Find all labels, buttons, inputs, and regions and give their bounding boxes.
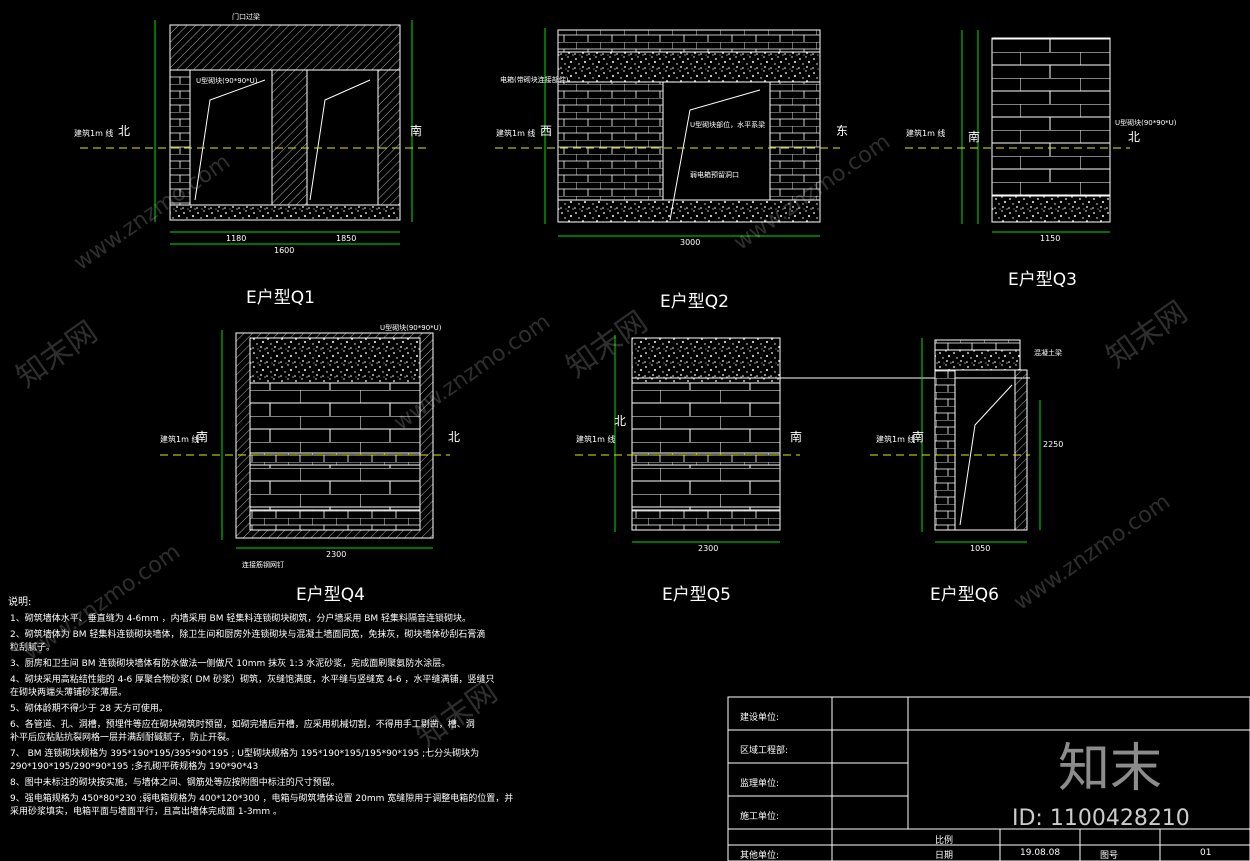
dim-q3-total: 1150 [1040, 234, 1061, 243]
dim-q4-total: 2300 [326, 550, 347, 559]
tb-date-label: 日期 [935, 851, 954, 861]
annotation-ceramic: 混凝土梁 [1034, 349, 1062, 357]
annotation-ublock-q1: U型砌块(90*90*U) [196, 77, 258, 85]
note-line: 5、砌体龄期不得少于 28 天方可使用。 [10, 704, 168, 714]
brand-logo: 知末 [1058, 739, 1163, 799]
level-label-q6: 建筑1m 线 [876, 435, 916, 444]
dim-q5-total: 2300 [698, 544, 719, 553]
elevation-q3 [905, 30, 1130, 233]
note-line: 6、各管道、孔、洞槽，预埋件等应在砌块砌筑时预留，如砌完墙后开槽，应采用机械切割… [10, 720, 475, 730]
direction-north-q1: 北 [118, 124, 131, 138]
note-line: 补平后应粘贴抗裂网格一层并满刮耐碱腻子，防止开裂。 [10, 733, 236, 743]
elevation-q2 [495, 28, 840, 237]
direction-south-q6: 南 [912, 430, 925, 444]
title-block [727, 696, 1250, 861]
dim-q1-a: 1180 [226, 234, 247, 243]
note-line: 1、砌筑墙体水平、垂直缝为 4-6mm ，内墙采用 BM 轻集料连锁砌块砌筑，分… [10, 614, 472, 624]
title-q6: E户型Q6 [930, 585, 999, 605]
tb-scale-label: 比例 [935, 836, 954, 846]
tb-date: 19.08.08 [1020, 848, 1061, 858]
note-line: 采用砂浆填实，电箱平面与墙面平行，且高出墙体完成面 1-3mm 。 [10, 807, 282, 817]
elevation-q1 [80, 20, 430, 245]
dim-q2-total: 3000 [680, 238, 701, 247]
level-label-q4: 建筑1m 线 [160, 435, 200, 444]
direction-south-q4: 南 [196, 430, 209, 444]
tb-sheet-label: 图号 [1100, 851, 1119, 861]
note-line: 4、砌块采用高粘结性能的 4-6 厚聚合物砂浆( DM 砂浆）砌筑，灰缝饱满度，… [10, 675, 495, 685]
notes-list: 1、砌筑墙体水平、垂直缝为 4-6mm ，内墙采用 BM 轻集料连锁砌块砌筑，分… [10, 613, 725, 819]
direction-south-q3: 南 [968, 130, 981, 144]
title-q4: E户型Q4 [296, 585, 365, 605]
note-line: 8、图中未标注的砌块按实施，与墙体之间、钢筋处等应按附图中标注的尺寸预留。 [10, 778, 340, 788]
direction-east-q2: 东 [836, 124, 849, 138]
note-line: 3、厨房和卫生间 BM 连锁砌块墙体有防水做法一侧做尺 10mm 抹灰 1:3 … [10, 659, 451, 669]
brand-id: ID: 1100428210 [1012, 806, 1190, 831]
direction-north-q5: 北 [614, 414, 627, 428]
dim-q1-b: 1850 [336, 234, 357, 243]
title-q5: E户型Q5 [662, 585, 731, 605]
note-line: 在砌块两端头薄铺砂浆薄层。 [10, 688, 128, 698]
annotation-door: 门口过梁 [232, 13, 260, 21]
note-line: 7、 BM 连锁砌块规格为 395*190*195/395*90*195 ; U… [10, 749, 480, 759]
note-line: 2、砌筑墙体为 BM 轻集料连锁砌块墙体，除卫生间和厨房外连锁砌块与混凝土墙面同… [10, 630, 486, 640]
level-label-q1: 建筑1m 线 [74, 129, 114, 138]
tb-sheet: 01 [1200, 848, 1212, 858]
direction-north-q3: 北 [1128, 130, 1141, 144]
annotation-elec: 电箱(带砌块连接部件) [500, 76, 569, 84]
notes-title: 说明: [8, 597, 32, 608]
annotation-box: 弱电箱预留洞口 [690, 171, 739, 179]
elevation-q4 [160, 330, 450, 549]
dim-q6-h: 2250 [1043, 440, 1064, 449]
elevation-q6 [870, 338, 1041, 543]
tb-row2: 区域工程部: [740, 746, 789, 756]
elevation-q5 [575, 335, 1030, 543]
annotation-ublock-q4: U型砌块(90*90*U) [380, 324, 442, 332]
direction-west-q2: 西 [540, 124, 553, 138]
note-line: 9、强电箱规格为 450*80*230 ;弱电箱规格为 400*120*300 … [10, 794, 514, 804]
tb-row4: 施工单位: [740, 812, 780, 822]
direction-north-q4: 北 [448, 430, 461, 444]
tb-row3: 监理单位: [740, 779, 780, 789]
level-label-q3: 建筑1m 线 [906, 129, 946, 138]
annotation-small: U型砌块部位，水平系梁 [690, 121, 766, 129]
level-label-q5: 建筑1m 线 [576, 435, 616, 444]
dim-q1-total: 1600 [274, 246, 295, 255]
annotation-ublock-q3: U型砌块(90*90*U) [1115, 119, 1177, 127]
note-line: 290*190*195/290*90*195 ;多孔砌平砖规格为 190*90*… [10, 762, 259, 772]
dim-q6-total: 1050 [970, 544, 991, 553]
title-q3: E户型Q3 [1008, 270, 1077, 290]
annotation-colnote: 连接筋钢网钉 [242, 561, 284, 569]
title-q1: E户型Q1 [246, 288, 315, 308]
tb-row5: 其他单位: [740, 851, 780, 861]
tb-row1: 建设单位: [740, 713, 780, 723]
level-label-q2: 建筑1m 线 [496, 129, 536, 138]
direction-south-q5: 南 [790, 430, 803, 444]
direction-south-q1: 南 [410, 124, 423, 138]
title-q2: E户型Q2 [660, 292, 729, 312]
note-line: 粒刮腻子。 [10, 643, 56, 653]
